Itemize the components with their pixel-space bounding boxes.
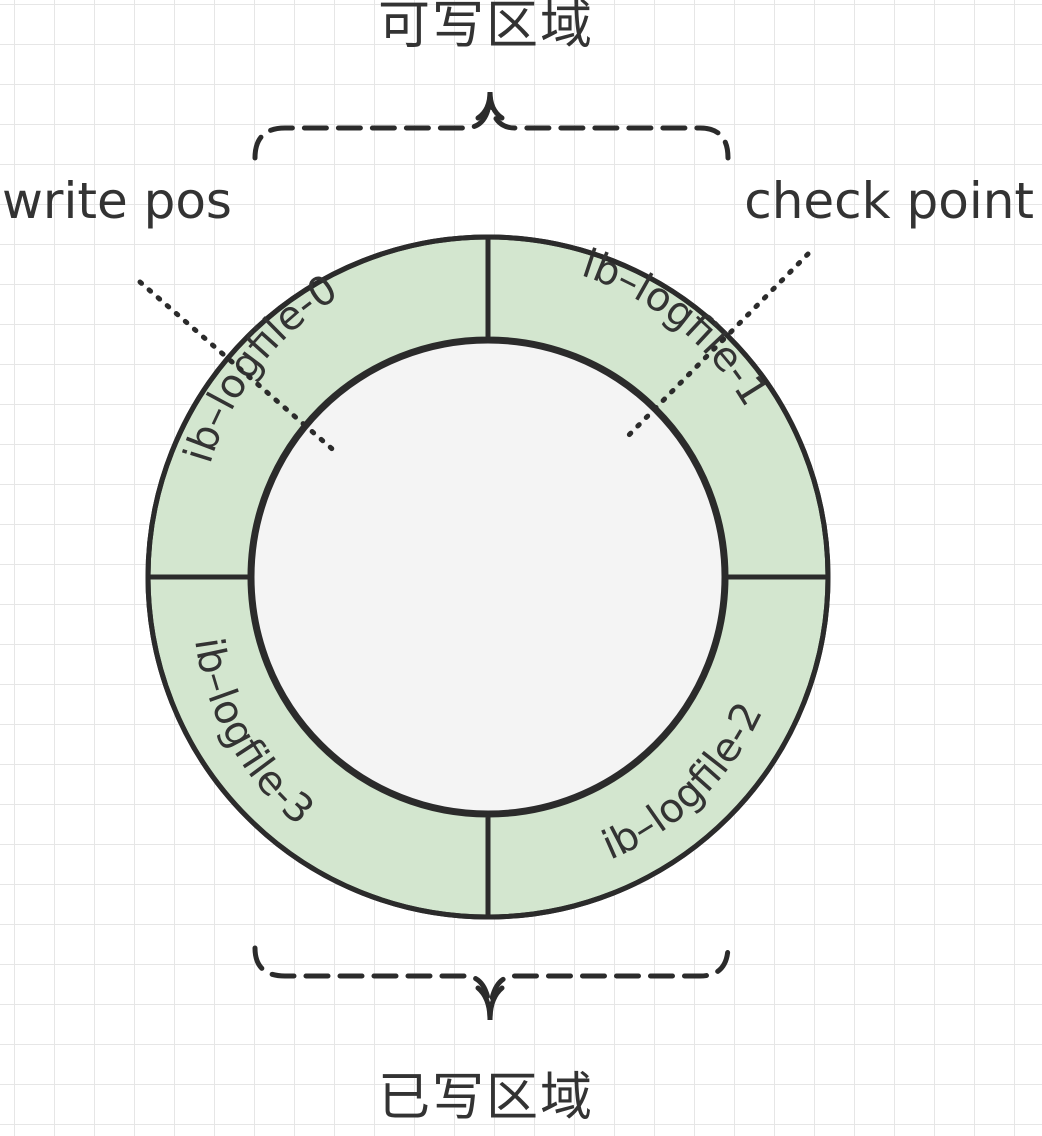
ring-outer-outline <box>145 234 831 920</box>
check-point-label: check point <box>744 172 1034 230</box>
write-pos-pointer-line <box>137 279 341 457</box>
top-brace-tip <box>475 91 505 121</box>
writable-region-label: 可写区域 <box>377 0 594 56</box>
bottom-brace-tip <box>475 985 505 1021</box>
check-point-pointer-line <box>621 251 811 443</box>
written-region-label: 已写区域 <box>377 1068 594 1128</box>
write-pos-label: write pos <box>2 172 232 230</box>
ring-inner-circle <box>249 338 727 816</box>
